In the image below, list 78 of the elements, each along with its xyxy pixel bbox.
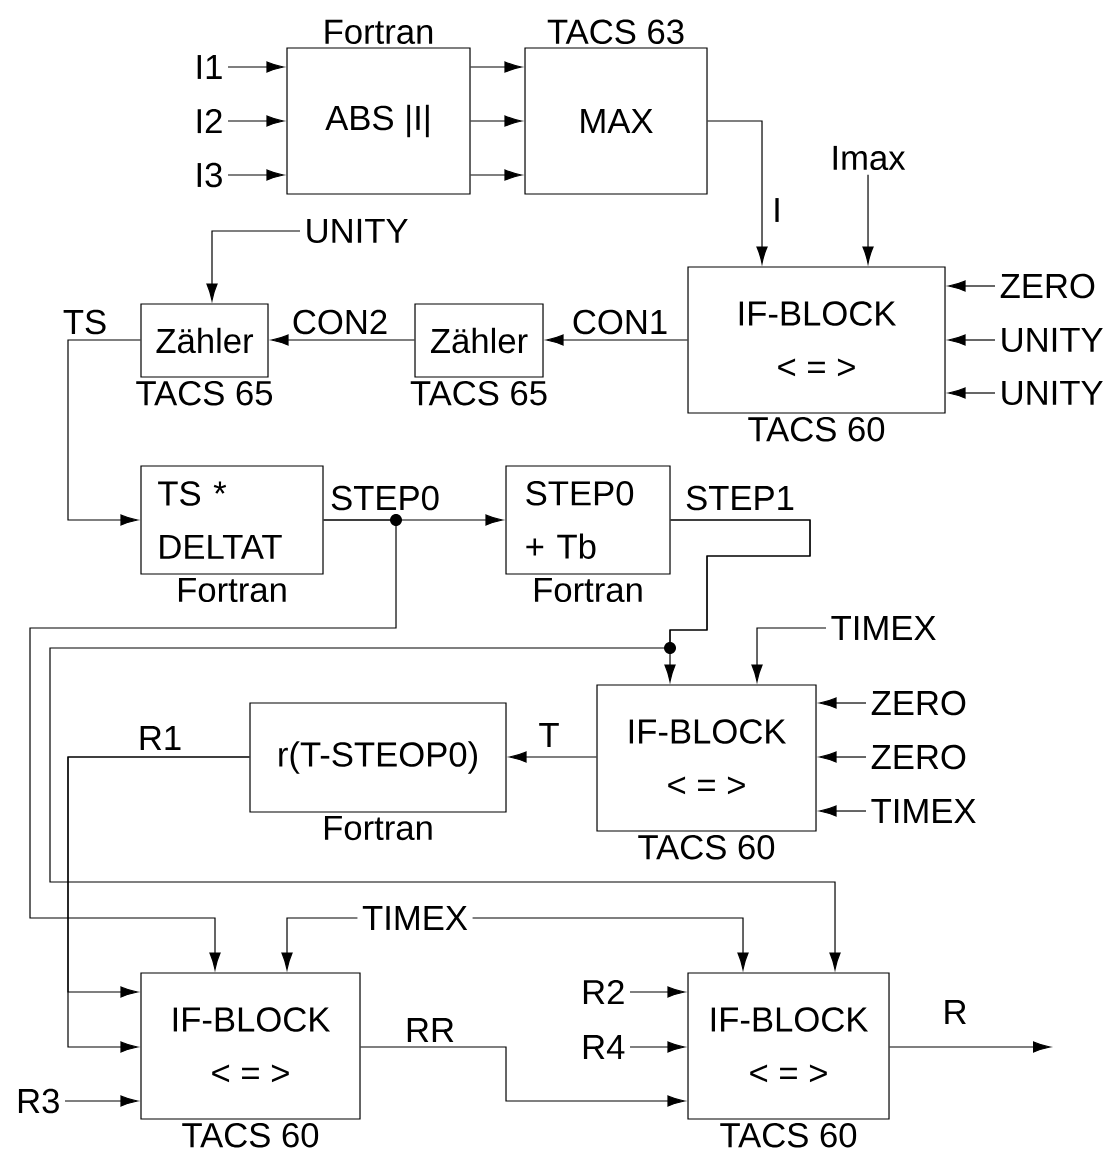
block-caption: Fortran — [179, 577, 286, 603]
arrow — [271, 334, 415, 346]
signal-label: TIMEX — [831, 616, 936, 640]
edge-label: R — [941, 998, 969, 1026]
process-box: r(T-STEOP0) — [249, 702, 507, 813]
arrow — [360, 1046, 685, 1107]
arrow — [227, 115, 284, 127]
arrow — [509, 751, 597, 763]
arrow — [281, 917, 359, 970]
arrow — [227, 169, 284, 181]
arrow — [819, 805, 867, 817]
signal-label: UNITY — [307, 218, 408, 244]
arrow — [67, 756, 250, 1053]
block-caption: TACS 60 — [748, 416, 885, 442]
edge-label: CON2 — [290, 308, 390, 336]
arrow — [471, 917, 749, 970]
arrow — [948, 280, 996, 292]
arrow — [889, 1041, 1051, 1053]
arrow — [470, 169, 522, 181]
arrow — [629, 986, 685, 998]
process-box: Zähler — [414, 303, 544, 378]
arrow — [948, 387, 996, 399]
arrow — [470, 61, 522, 73]
arrow — [67, 339, 141, 526]
block-caption: TACS 60 — [638, 834, 775, 860]
signal-label: R3 — [18, 1088, 59, 1114]
signal-label: R2 — [583, 979, 624, 1005]
signal-label: I3 — [197, 162, 222, 188]
edge-label: STEP1 — [683, 484, 797, 512]
process-box: Zähler — [140, 303, 269, 378]
edge-label: TS — [61, 308, 109, 336]
arrow — [819, 751, 867, 763]
arrow — [707, 120, 768, 264]
edge-label: CON1 — [570, 308, 670, 336]
signal-label: ZERO — [871, 744, 966, 770]
arrow — [751, 627, 827, 682]
arrow — [470, 115, 522, 127]
signal-label: R4 — [583, 1035, 625, 1059]
process-box: IF-BLOCK < = > — [140, 972, 361, 1120]
process-box: IF-BLOCK < = > — [596, 684, 817, 832]
arrow — [227, 61, 284, 73]
block-caption: TACS 63 — [547, 19, 684, 45]
signal-label: Imax — [833, 145, 906, 171]
edge-label: STEP0 — [328, 484, 442, 512]
process-box: MAX — [524, 47, 708, 195]
block-caption: Fortran — [325, 19, 433, 45]
edge-label: I — [770, 196, 784, 224]
edge-label: R1 — [136, 724, 184, 752]
process-box: STEP0 + Tb — [505, 465, 671, 575]
block-caption: Fortran — [325, 815, 432, 841]
arrow — [948, 334, 996, 346]
process-box: TS * DELTAT — [140, 465, 324, 575]
arrow — [49, 519, 841, 970]
signal-label: ZERO — [1000, 273, 1095, 299]
edge-label: T — [537, 721, 561, 749]
signal-label: I2 — [197, 108, 222, 134]
arrow — [629, 1041, 685, 1053]
process-box: IF-BLOCK < = > — [687, 266, 946, 414]
arrow — [546, 334, 688, 346]
signal-label: UNITY — [1002, 327, 1103, 353]
block-caption: TACS 65 — [136, 380, 273, 406]
arrow — [206, 230, 301, 301]
block-caption: Fortran — [535, 577, 642, 603]
signal-label: ZERO — [871, 690, 966, 716]
signal-label: UNITY — [1002, 380, 1103, 406]
arrow — [862, 174, 874, 264]
process-box: IF-BLOCK < = > — [687, 972, 890, 1120]
process-box: ABS |I| — [286, 47, 471, 195]
arrow — [64, 1095, 138, 1107]
block-caption: TACS 65 — [410, 380, 547, 406]
block-caption: TACS 60 — [182, 1122, 319, 1148]
block-caption: TACS 60 — [720, 1122, 857, 1148]
arrow — [29, 519, 397, 970]
signal-label: I1 — [197, 55, 222, 79]
signal-label: TIMEX — [362, 906, 468, 930]
arrow — [819, 697, 867, 709]
signal-label: TIMEX — [871, 799, 976, 823]
edge-label: RR — [403, 1016, 457, 1044]
